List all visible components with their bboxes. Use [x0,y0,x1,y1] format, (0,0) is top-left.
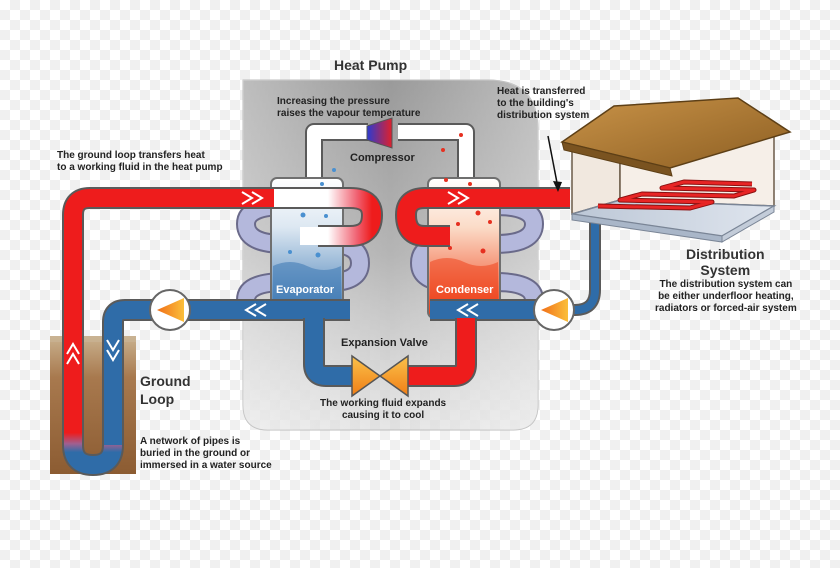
ground-transfer-note-line-1: The ground loop transfers heat [57,150,205,161]
pump-icon [533,289,575,331]
compressor-line [305,123,475,184]
ground-transfer-note-line-2: to a working fluid in the heat pump [57,162,223,173]
heat-pump-title: Heat Pump [334,57,408,73]
condenser-label: Condenser [436,284,494,296]
distribution-note: The distribution system can be either un… [655,279,797,315]
pointer-arrow [547,135,562,192]
distribution-system-title: Distribution System [686,246,765,278]
pressure-note: Increasing the pressure raises the vapou… [277,96,420,120]
ground-loop-title: Ground Loop [140,372,191,408]
distribution-pipes [395,187,601,321]
building-transfer-note-line-1: Heat is transferred [497,86,586,97]
distribution-note-line-3: radiators or forced-air system [655,303,797,314]
expansion-valve-icon [351,354,409,398]
ground-loop-note-line-2: buried in the ground or [140,448,250,459]
compressor-icon [366,117,393,149]
distribution-note-line-1: The distribution system can [659,279,793,290]
expansion-note-line-2: causing it to cool [341,410,425,421]
arrow-icon [66,191,479,365]
distribution-note-line-2: be either underfloor heating, [658,291,794,302]
pressure-note-line-1: Increasing the pressure [277,96,390,107]
building-transfer-note-line-3: distribution system [497,110,590,121]
ground-transfer-note: The ground loop transfers heat to a work… [57,150,223,174]
expansion-note-line-1: The working fluid expands [320,398,447,409]
evaporator-label: Evaporator [276,284,335,296]
house [560,97,792,243]
ground-loop-title-line-2: Loop [140,391,175,407]
expansion-valve-label: Expansion Valve [341,337,428,349]
expansion-note: The working fluid expands causing it to … [320,398,446,422]
building-transfer-note: Heat is transferred to the building's di… [497,86,589,122]
compressor-label: Compressor [350,152,415,164]
ground-loop-note-line-1: A network of pipes is [140,436,241,447]
ground-loop-note-line-3: immersed in a water source [140,460,272,471]
ground-loop-note: A network of pipes is buried in the grou… [140,436,272,472]
ground-loop-pipes [62,187,383,477]
building-transfer-note-line-2: to the building's [497,98,574,109]
pump-icon [149,289,191,331]
distribution-title-line-1: Distribution [686,246,765,262]
distribution-title-line-2: System [700,262,751,278]
ground-loop-title-line-1: Ground [140,373,191,389]
expansion-loop [303,318,477,387]
underfloor-heating-coil [597,179,757,211]
pressure-note-line-2: raises the vapour temperature [277,108,421,119]
